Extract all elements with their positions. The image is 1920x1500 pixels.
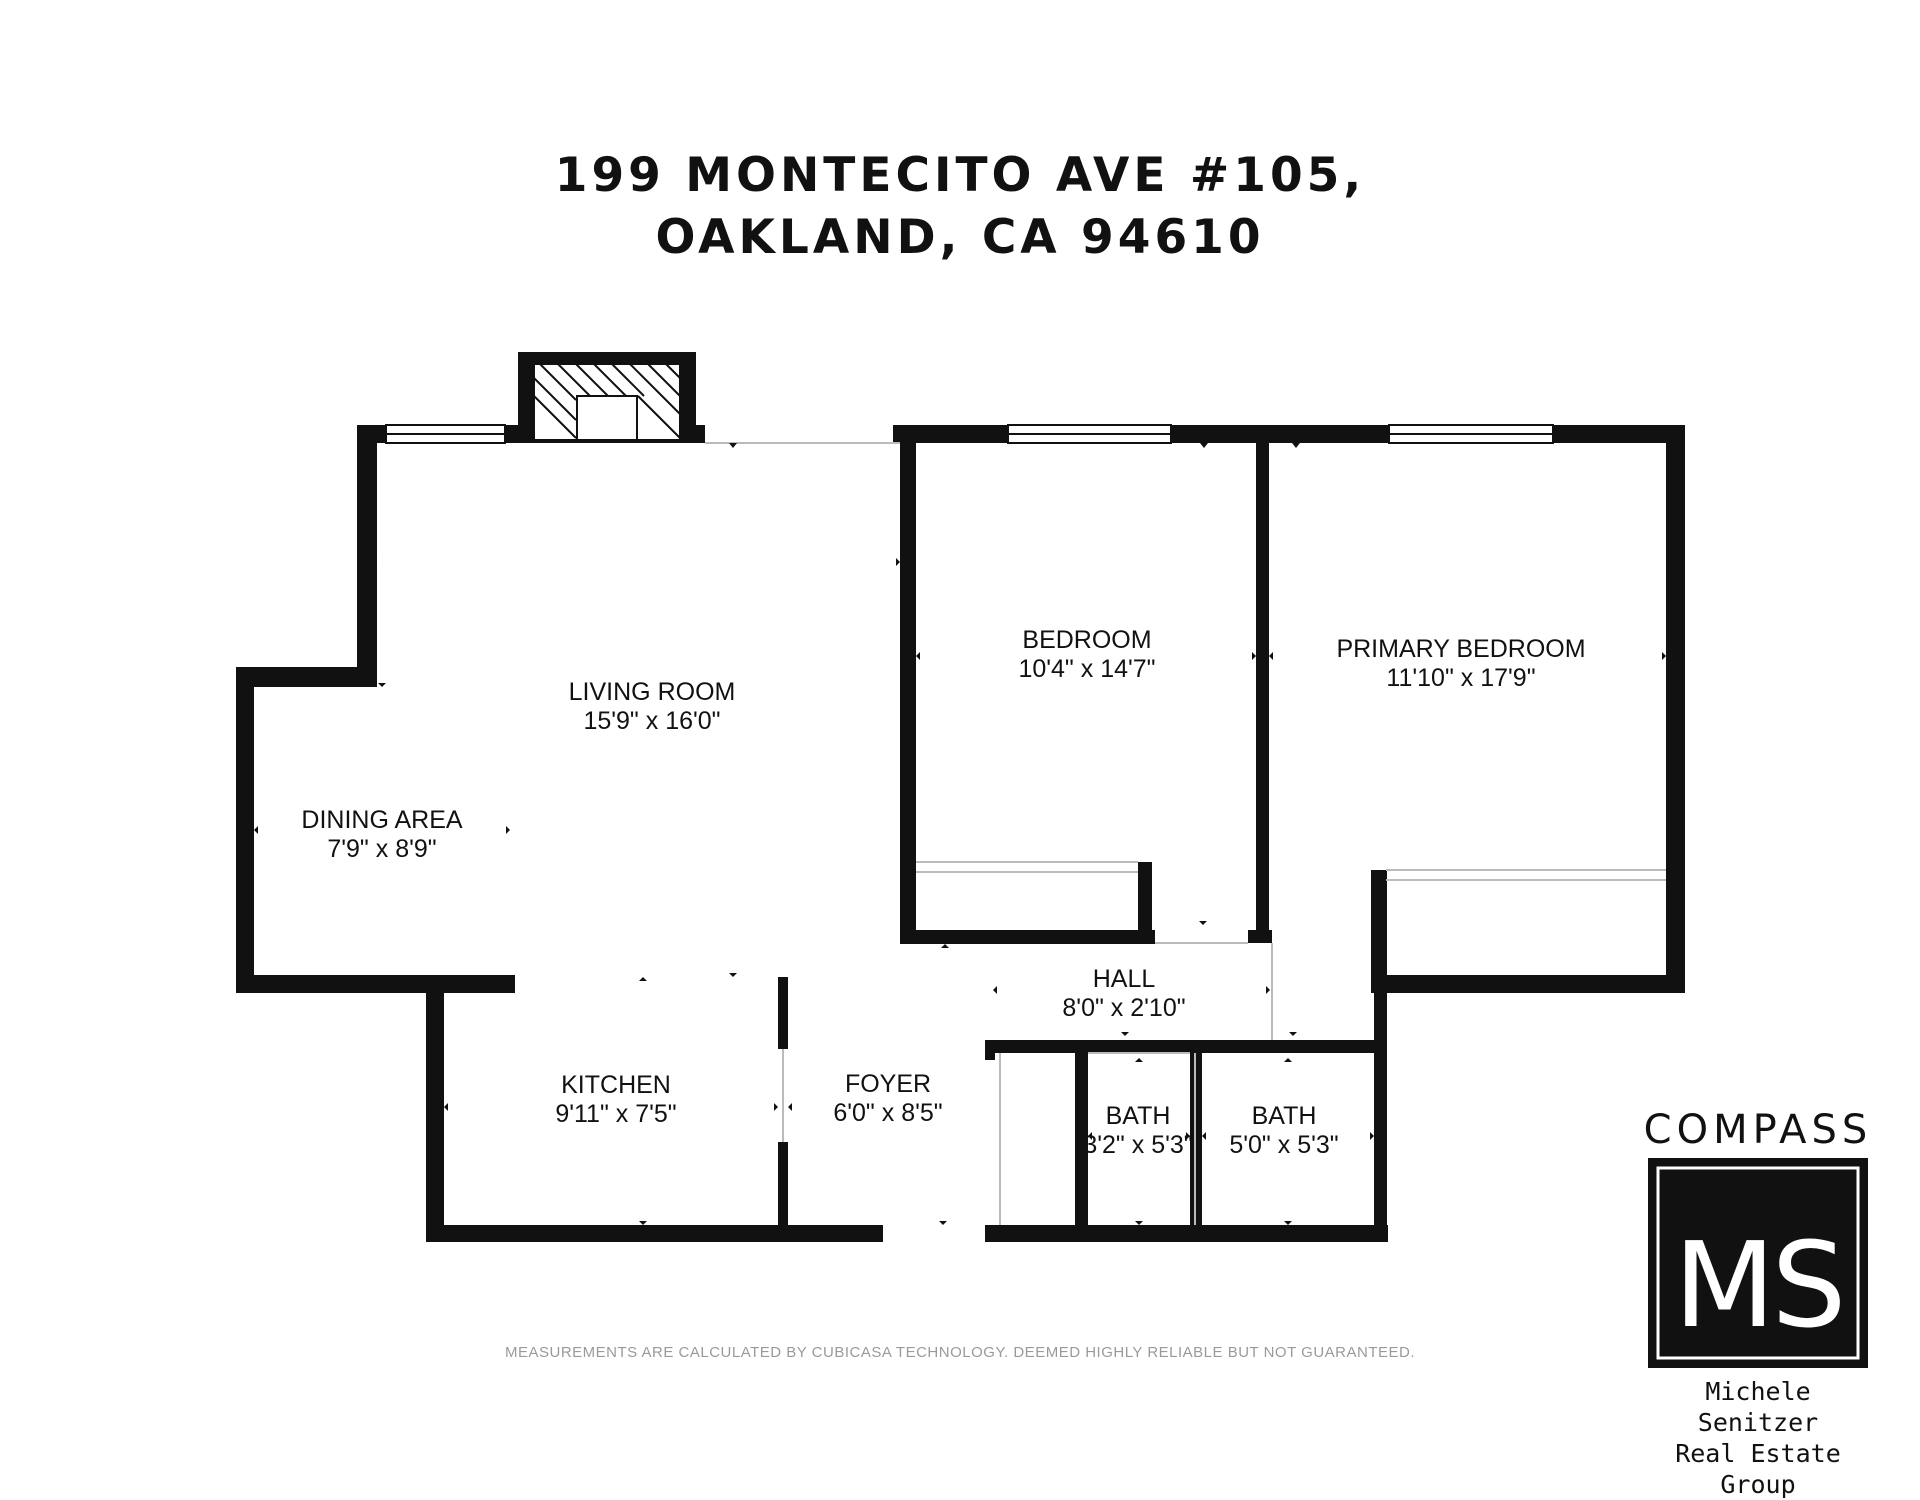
room-dimensions: 10'4" x 14'7" — [1018, 655, 1155, 683]
page-title: 199 MONTECITO AVE #105, OAKLAND, CA 9461… — [0, 145, 1920, 269]
windows — [385, 424, 1554, 444]
room-name: BATH — [1252, 1102, 1317, 1130]
room-dimensions: 6'0" x 8'5" — [833, 1099, 942, 1127]
room-dimensions: 9'11" x 7'5" — [555, 1100, 676, 1128]
monogram-logo: MS — [1648, 1158, 1868, 1368]
room-name: LIVING ROOM — [569, 678, 736, 706]
room-name: PRIMARY BEDROOM — [1336, 635, 1585, 663]
room-name: BEDROOM — [1022, 626, 1151, 654]
room-dimensions: 3'2" x 5'3" — [1083, 1131, 1192, 1159]
compass-logo: COMPASS MS Michele Senitzer Real Estate … — [1640, 1108, 1876, 1500]
room-bedroom: BEDROOM 10'4" x 14'7" — [1018, 626, 1155, 683]
room-labels: LIVING ROOM 15'9" x 16'0" DINING AREA 7'… — [301, 626, 1585, 1159]
room-primary-bedroom: PRIMARY BEDROOM 11'10" x 17'9" — [1336, 635, 1585, 692]
disclaimer-text: MEASUREMENTS ARE CALCULATED BY CUBICASA … — [505, 1344, 1415, 1361]
room-dimensions: 5'0" x 5'3" — [1229, 1131, 1338, 1159]
room-dimensions: 11'10" x 17'9" — [1386, 664, 1535, 692]
openings — [705, 442, 1666, 1225]
monogram-text: MS — [1674, 1216, 1843, 1354]
room-bath-1: BATH 3'2" x 5'3" — [1083, 1102, 1192, 1159]
fireplace — [533, 363, 681, 441]
room-dimensions: 8'0" x 2'10" — [1062, 994, 1185, 1022]
room-name: HALL — [1093, 965, 1156, 993]
room-dimensions: 15'9" x 16'0" — [583, 707, 720, 735]
room-dining-area: DINING AREA 7'9" x 8'9" — [301, 806, 462, 863]
room-kitchen: KITCHEN 9'11" x 7'5" — [555, 1071, 676, 1128]
room-living-room: LIVING ROOM 15'9" x 16'0" — [569, 678, 736, 735]
walls — [236, 352, 1685, 1242]
room-dimensions: 7'9" x 8'9" — [327, 835, 436, 863]
team-name-line-2: Real Estate Group — [1675, 1439, 1841, 1499]
address-line-2: OAKLAND, CA 94610 — [655, 210, 1265, 265]
dimension-markers — [254, 443, 1666, 1225]
brand-name: COMPASS — [1643, 1107, 1873, 1153]
room-name: KITCHEN — [561, 1071, 671, 1099]
team-name-line-1: Michele Senitzer — [1697, 1377, 1819, 1437]
room-bath-2: BATH 5'0" x 5'3" — [1229, 1102, 1338, 1159]
room-name: BATH — [1106, 1102, 1171, 1130]
room-name: DINING AREA — [301, 806, 462, 834]
room-hall: HALL 8'0" x 2'10" — [1062, 965, 1185, 1022]
address-line-1: 199 MONTECITO AVE #105, — [554, 148, 1366, 203]
room-name: FOYER — [845, 1070, 931, 1098]
room-foyer: FOYER 6'0" x 8'5" — [833, 1070, 942, 1127]
